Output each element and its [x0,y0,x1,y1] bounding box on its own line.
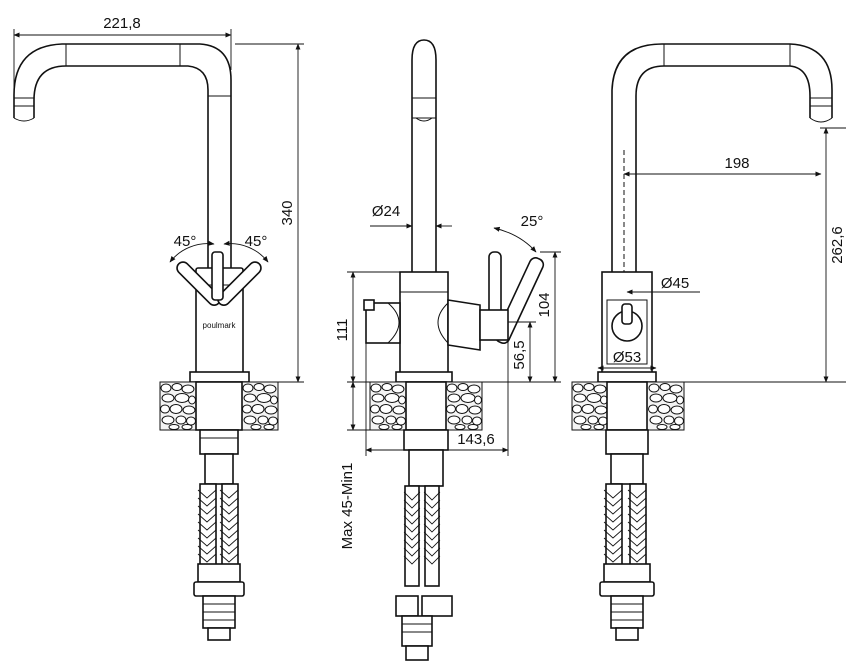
dim-spout-reach: 221,8 [103,15,141,32]
front-view: poulmark 221, [13,15,304,641]
dim-right-reach: 198 [724,155,749,172]
dim-total-height: 340 [279,200,296,225]
dim-body-height: 111 [334,319,351,342]
dim-lever-base-height: 56,5 [511,340,528,369]
dim-spout-diameter: Ø24 [372,203,400,220]
rear-view: 198 262,6 Ø45 Ø53 [571,43,846,641]
dim-depth: 143,6 [457,431,495,448]
dim-counter-thickness: Max 45-Min1 [339,463,356,550]
dim-handle-angle-right: 45° [245,233,268,250]
dim-lever-angle: 25° [521,213,544,230]
dim-spout-height: 262,6 [829,226,846,264]
brand-label: poulmark [203,321,237,330]
dim-body-diameter: Ø45 [661,275,689,292]
dim-base-diameter: Ø53 [613,349,641,366]
dim-lever-height: 104 [536,292,553,317]
dim-handle-angle-left: 45° [174,233,197,250]
side-view: Ø24 25° 111 104 56,5 Max 45-Min1 143,6 [334,39,561,661]
